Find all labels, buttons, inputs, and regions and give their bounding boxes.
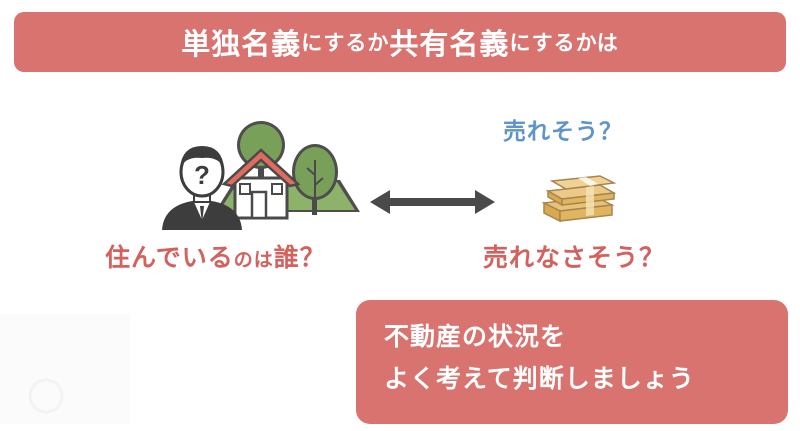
who-lives-caption: 住んでいるのは誰？ xyxy=(105,238,326,274)
double-arrow-icon xyxy=(370,190,495,214)
tree-icon xyxy=(237,121,285,190)
sellable-question: 売れそう？ xyxy=(503,119,623,145)
not-sellable-question: 売れなさそう？ xyxy=(483,243,666,272)
advice-line-1: 不動産の状況を xyxy=(384,322,567,351)
banner-text-particle-1: にするか xyxy=(301,31,390,55)
person-icon: ? xyxy=(162,146,242,230)
advice-box: 不動産の状況を よく考えて判断しましょう xyxy=(356,300,788,424)
advice-line-2: よく考えて判断しましょう xyxy=(384,364,695,393)
money-icon xyxy=(541,175,617,223)
faint-background-decoration xyxy=(0,314,130,424)
caption-who: 誰？ xyxy=(273,243,326,272)
banner-text-sole-ownership: 単独名義 xyxy=(181,27,302,61)
title-banner: 単独名義にするか共有名義にするかは xyxy=(14,12,786,72)
caption-who-lives: 住んでいる xyxy=(105,243,234,272)
question-mark: ? xyxy=(194,160,210,190)
tree-icon xyxy=(292,144,338,215)
banner-text-co-ownership: 共有名義 xyxy=(389,27,510,61)
house-scene-illustration: ? xyxy=(162,121,360,230)
banner-text-particle-2: にするかは xyxy=(509,31,619,55)
house-icon xyxy=(221,148,301,220)
caption-particle: のは xyxy=(233,249,274,271)
